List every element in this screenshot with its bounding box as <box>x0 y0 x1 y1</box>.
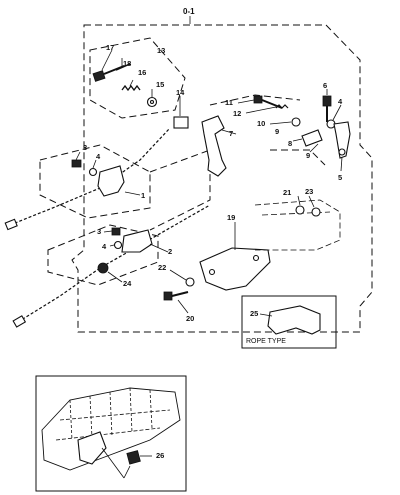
engine-block-sketch <box>41 387 181 479</box>
bracket-group-outline-2 <box>47 224 159 286</box>
engine-rail <box>254 199 341 251</box>
callout-4-lower: 4 <box>102 242 107 251</box>
washer-22 <box>185 277 195 287</box>
bolt-20 <box>163 291 189 301</box>
callout-9-upper: 9 <box>275 127 279 136</box>
washer-4-lower <box>113 240 123 250</box>
washer-10 <box>291 117 301 127</box>
callout-10: 10 <box>257 119 265 128</box>
bracket-19 <box>199 247 271 291</box>
pin-18 <box>115 63 131 71</box>
rope-type-label: ROPE TYPE <box>246 338 286 345</box>
callout-22: 22 <box>158 263 166 272</box>
callout-26: 26 <box>156 451 164 460</box>
rope-guide-25 <box>267 305 321 335</box>
callout-4-upper: 4 <box>338 97 343 106</box>
callout-2: 2 <box>168 247 172 256</box>
callout-6: 6 <box>323 81 327 90</box>
lower-cable <box>17 204 211 323</box>
cable-end-fitting-lower <box>12 315 27 328</box>
callout-17: 17 <box>106 43 114 52</box>
part-26-block <box>126 450 141 465</box>
callout-15: 15 <box>156 80 164 89</box>
callout-4-middle: 4 <box>96 152 101 161</box>
callout-16: 16 <box>138 68 146 77</box>
washer-21 <box>295 205 305 215</box>
bolt-3-upper <box>71 159 82 168</box>
callout-3-lower: 3 <box>97 227 101 236</box>
main-assembly-outline <box>71 24 373 333</box>
callout-14: 14 <box>176 88 185 97</box>
bracket-2 <box>121 229 153 253</box>
lever-7 <box>201 115 227 177</box>
callout-11: 11 <box>225 98 233 107</box>
rope-type-inset <box>241 295 337 349</box>
callout-24: 24 <box>123 279 132 288</box>
callout-23: 23 <box>305 187 313 196</box>
upper-cable <box>9 127 171 226</box>
bolt-3-lower <box>111 227 121 236</box>
engine-inset <box>35 375 187 492</box>
connector-line-3 <box>270 149 326 166</box>
bolt-6 <box>322 95 332 107</box>
callout-19: 19 <box>227 213 235 222</box>
bracket-group-outline-1 <box>39 144 151 219</box>
grommet-24 <box>97 262 109 274</box>
bolt-group-outline <box>89 37 186 119</box>
leader-lines <box>75 49 343 457</box>
callout-25: 25 <box>250 309 258 318</box>
bracket-1 <box>97 165 125 197</box>
callout-3-upper: 3 <box>83 143 87 152</box>
spring-16 <box>121 84 141 92</box>
assembly-label: 0-1 <box>183 7 195 16</box>
callout-20: 20 <box>186 314 194 323</box>
callout-8: 8 <box>288 139 292 148</box>
lever-5 <box>333 121 351 159</box>
block-14 <box>173 116 189 129</box>
callout-21: 21 <box>283 188 291 197</box>
callout-12: 12 <box>233 109 241 118</box>
callout-5: 5 <box>338 173 342 182</box>
callout-18: 18 <box>123 59 131 68</box>
bolt-11 <box>253 95 283 109</box>
callout-13: 13 <box>157 46 165 55</box>
connector-line-2 <box>209 94 301 106</box>
spring-12 <box>275 104 289 109</box>
cable-end-fitting-upper <box>4 218 18 231</box>
connector-line-1 <box>149 149 211 231</box>
washer-4-middle <box>88 167 98 177</box>
callout-9-lower: 9 <box>306 151 310 160</box>
callout-7: 7 <box>229 129 233 138</box>
callout-1: 1 <box>141 191 145 200</box>
link-8 <box>301 129 323 147</box>
nut-23 <box>311 207 321 217</box>
